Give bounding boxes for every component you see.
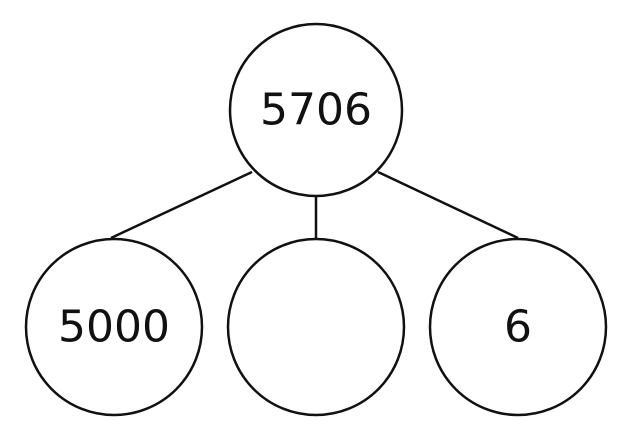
- whole-node-value: 5706: [260, 85, 372, 136]
- part-node-right-circle: [428, 237, 608, 417]
- connector-right: [377, 170, 519, 240]
- part-node-middle: [226, 237, 406, 417]
- part-node-left: 5000: [24, 237, 204, 417]
- part-node-middle-circle: [226, 237, 406, 417]
- part-node-left-value: 5000: [58, 302, 170, 353]
- connector-left: [110, 170, 253, 240]
- whole-node-circle: [228, 22, 404, 198]
- part-node-right: 6: [428, 237, 608, 417]
- whole-node: 5706: [228, 22, 404, 198]
- part-node-right-value: 6: [504, 302, 532, 353]
- part-node-left-circle: [24, 237, 204, 417]
